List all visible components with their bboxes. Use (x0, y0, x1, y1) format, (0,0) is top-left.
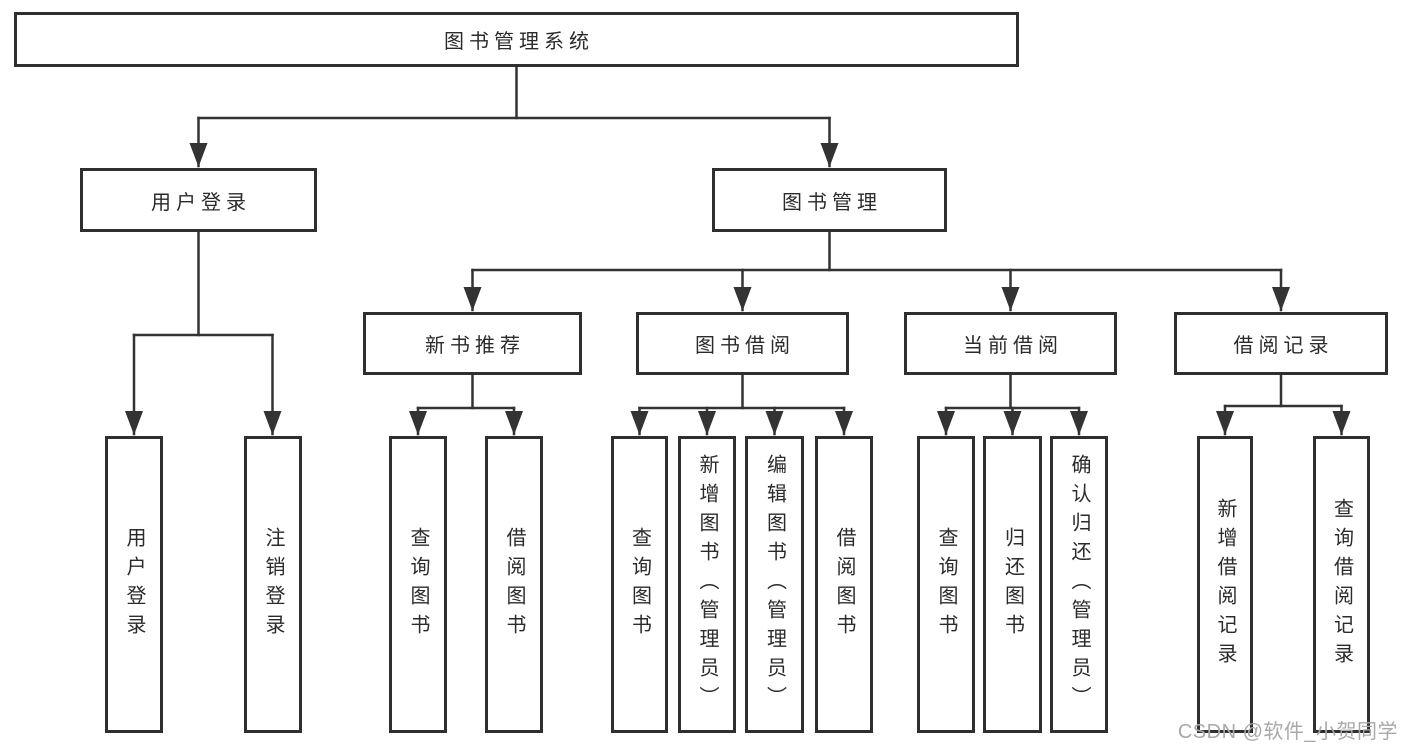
csdn-watermark: CSDN @软件_小贺同学 (1177, 721, 1398, 743)
leaf-query-books-1-label: 查询图书 (407, 526, 429, 643)
leaf-borrow-books-1: 借阅图书 (485, 436, 543, 733)
node-book-borrow: 图书借阅 (636, 312, 849, 375)
leaf-borrow-books-2: 借阅图书 (815, 436, 873, 733)
leaf-query-borrow-record-label: 查询借阅记录 (1330, 497, 1353, 672)
leaf-query-books-2: 查询图书 (611, 436, 668, 733)
leaf-add-books-admin: 新增图书（管理员） (678, 436, 736, 733)
leaf-edit-books-admin-label: 编辑图书（管理员） (763, 454, 786, 715)
node-user-login: 用户登录 (80, 168, 317, 232)
leaf-borrow-books-1-label: 借阅图书 (503, 526, 525, 643)
leaf-user-login-label: 用户登录 (123, 526, 145, 643)
node-current-borrow: 当前借阅 (904, 312, 1117, 375)
leaf-add-borrow-record-label: 新增借阅记录 (1214, 497, 1236, 672)
leaf-logout-label: 注销登录 (262, 526, 284, 643)
node-book-management: 图书管理 (712, 168, 947, 232)
leaf-add-books-admin-label: 新增图书（管理员） (696, 454, 718, 715)
leaf-add-borrow-record: 新增借阅记录 (1197, 436, 1253, 733)
leaf-confirm-return-admin: 确认归还（管理员） (1050, 436, 1108, 733)
node-borrow-records: 借阅记录 (1174, 312, 1388, 375)
leaf-user-login: 用户登录 (105, 436, 163, 733)
leaf-query-books-3: 查询图书 (917, 436, 975, 733)
leaf-edit-books-admin: 编辑图书（管理员） (745, 436, 804, 733)
leaf-return-books: 归还图书 (983, 436, 1042, 733)
leaf-query-books-2-label: 查询图书 (628, 526, 651, 643)
leaf-query-borrow-record: 查询借阅记录 (1313, 436, 1370, 733)
node-new-book-recommend: 新书推荐 (363, 312, 582, 375)
leaf-query-books-3-label: 查询图书 (935, 526, 957, 643)
leaf-query-books-1: 查询图书 (389, 436, 447, 733)
leaf-confirm-return-admin-label: 确认归还（管理员） (1068, 454, 1090, 715)
node-library-system: 图书管理系统 (14, 12, 1019, 67)
leaf-borrow-books-2-label: 借阅图书 (833, 526, 855, 643)
leaf-return-books-label: 归还图书 (1001, 526, 1024, 643)
leaf-logout: 注销登录 (244, 436, 302, 733)
